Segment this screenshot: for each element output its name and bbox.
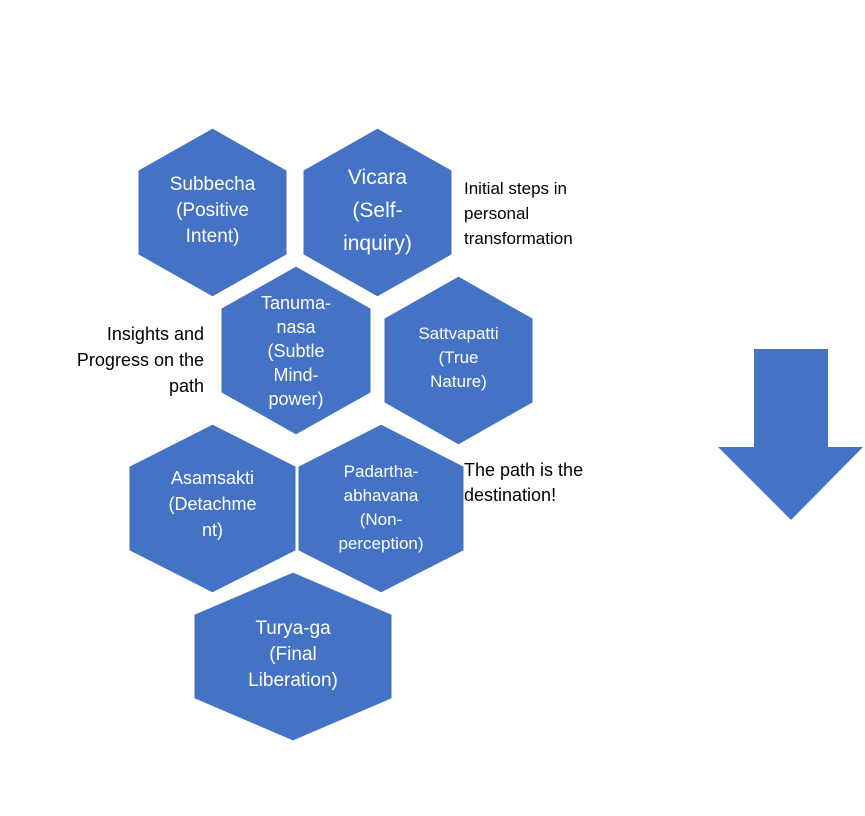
hexagon-turya-ga xyxy=(191,569,395,744)
down-arrow-icon xyxy=(718,349,863,520)
note-line: Initial steps in xyxy=(464,179,567,198)
hexagon-subbecha xyxy=(135,125,290,300)
note-line: The path is the xyxy=(464,460,584,480)
note-line: destination! xyxy=(464,485,557,505)
note-line: Insights and xyxy=(106,324,204,344)
hexagon-sattvapatti xyxy=(381,273,536,448)
hexagon-padartha-abhavana xyxy=(295,421,467,596)
note-line: personal xyxy=(464,204,530,223)
hexagon-tanumanasa xyxy=(218,263,374,438)
note-path-destination: The path is the destination! xyxy=(464,458,624,508)
note-line: Progress on the xyxy=(76,350,204,370)
note-initial-steps: Initial steps in personal transformation xyxy=(464,176,624,251)
hexagon-asamsakti xyxy=(126,421,299,596)
note-line: path xyxy=(168,376,204,396)
hexagon-vicara xyxy=(300,125,455,300)
note-line: transformation xyxy=(464,229,573,248)
